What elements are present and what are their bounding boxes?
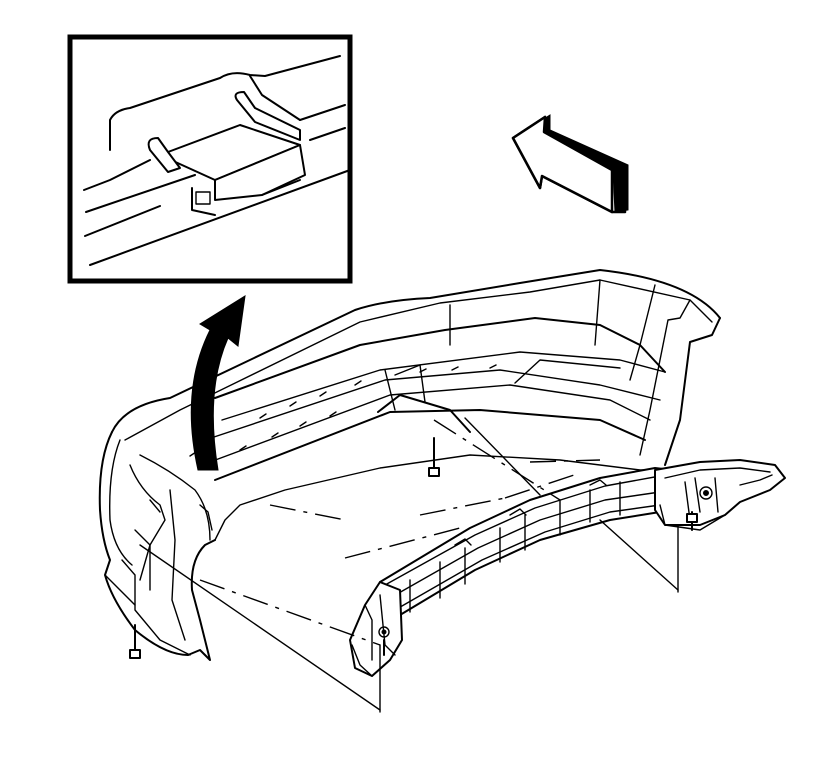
detail-inset <box>67 34 353 284</box>
bolt-fastener-right <box>686 511 698 531</box>
retainer-tab-detail <box>83 55 351 266</box>
push-pin-fastener-center <box>428 437 440 477</box>
arrow-up-left-icon <box>511 114 629 214</box>
curved-arrow-icon <box>190 295 246 471</box>
bumper-fascia <box>98 269 721 661</box>
push-pin-fastener-left <box>129 624 141 659</box>
energy-absorber <box>349 459 786 677</box>
alignment-lines <box>139 417 679 713</box>
